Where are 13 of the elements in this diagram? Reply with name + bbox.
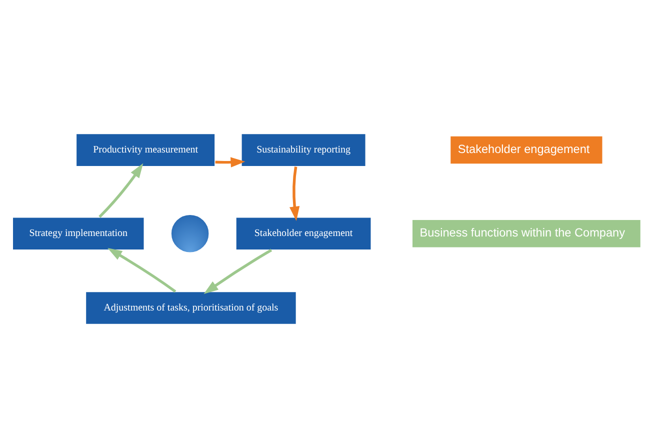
node-box: Strategy implementation (12, 216, 145, 250)
node-box: Productivity measurement (76, 132, 216, 166)
arrow (98, 162, 144, 218)
arrow (289, 166, 300, 221)
arrow (215, 156, 246, 167)
node-box: Adjustments of tasks, prioritisation of goals (85, 290, 297, 324)
node-box: Stakeholder engagement (235, 216, 372, 250)
node-circle (170, 212, 210, 254)
legend-label: Stakeholder engagement (458, 142, 590, 156)
node-box: Sustainability reporting (240, 132, 366, 166)
arrow (108, 247, 176, 292)
arrow (204, 248, 272, 294)
legend-label: Business functions within the Company (420, 225, 625, 240)
